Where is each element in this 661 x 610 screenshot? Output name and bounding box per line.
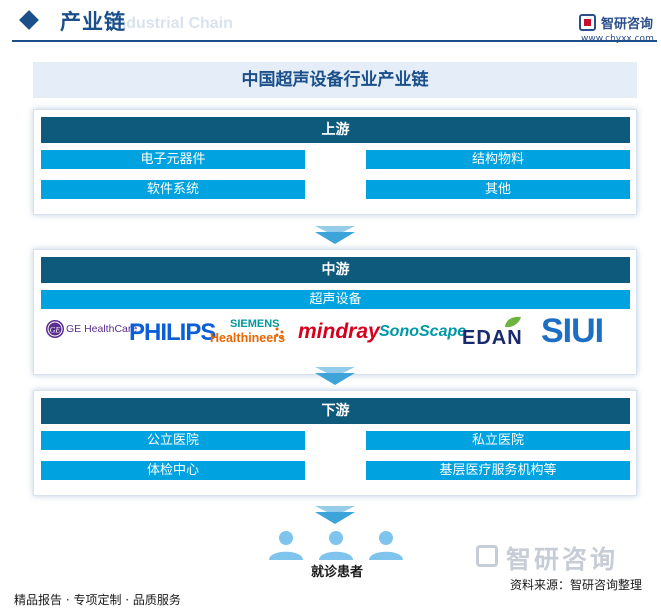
downstream-item: 私立医院 [366,431,630,450]
patients-label: 就诊患者 [310,565,363,580]
flow-arrow-down-icon [315,367,355,385]
upstream-header: 上游 [41,117,630,143]
edan-leaf-icon [505,316,521,328]
brand-logo-url: www.chyxx.com [581,34,654,44]
brand-mindray: mindray [298,320,380,343]
diagram-title-band [33,62,637,98]
brand-logo-name: 智研咨询 [601,17,654,32]
brand-edan: EDAN [462,327,523,349]
patients-people-icon [269,531,403,560]
midstream-item: 超声设备 [41,290,630,309]
downstream-item: 体检中心 [41,461,305,480]
watermark-logo-icon [476,545,498,567]
header-diamond-icon [19,10,39,30]
upstream-item: 软件系统 [41,180,305,199]
brand-siemens: SIEMENS [230,318,280,330]
downstream-item: 公立医院 [41,431,305,450]
flow-arrow-down-icon [315,506,355,524]
diagram-title: 中国超声设备行业产业链 [241,70,429,90]
flow-arrow-down-icon [315,226,355,244]
upstream-item: 结构物料 [366,150,630,169]
brand-logo-icon [579,14,596,31]
brand-philips: PHILIPS [129,319,216,346]
header-divider [12,40,657,42]
brand-sonoscape: SonoScape [379,323,467,340]
brand-healthineers: Healthineers [210,331,286,345]
page-title: 产业链 [60,10,126,34]
ge-logo-icon: GE [46,320,64,338]
healthineers-dots-icon [275,327,284,340]
downstream-item: 基层医疗服务机构等 [366,461,630,480]
source-note: 资料来源：智研咨询整理 [510,578,643,592]
downstream-header: 下游 [41,398,630,424]
header-subtitle-watermark: Industrial Chain [112,15,233,32]
brand-logos-row: GE GE HealthCare PHILIPS SIEMENS Healthi… [41,312,630,354]
upstream-item: 其他 [366,180,630,199]
brand-siui: SIUI [541,312,604,350]
svg-text:GE: GE [50,326,61,335]
midstream-header: 中游 [41,257,630,283]
upstream-item: 电子元器件 [41,150,305,169]
brand-ge-healthcare: GE HealthCare [66,323,138,335]
watermark-text: 智研咨询 [506,545,619,574]
footer-services: 精品报告 · 专项定制 · 品质服务 [14,593,181,607]
